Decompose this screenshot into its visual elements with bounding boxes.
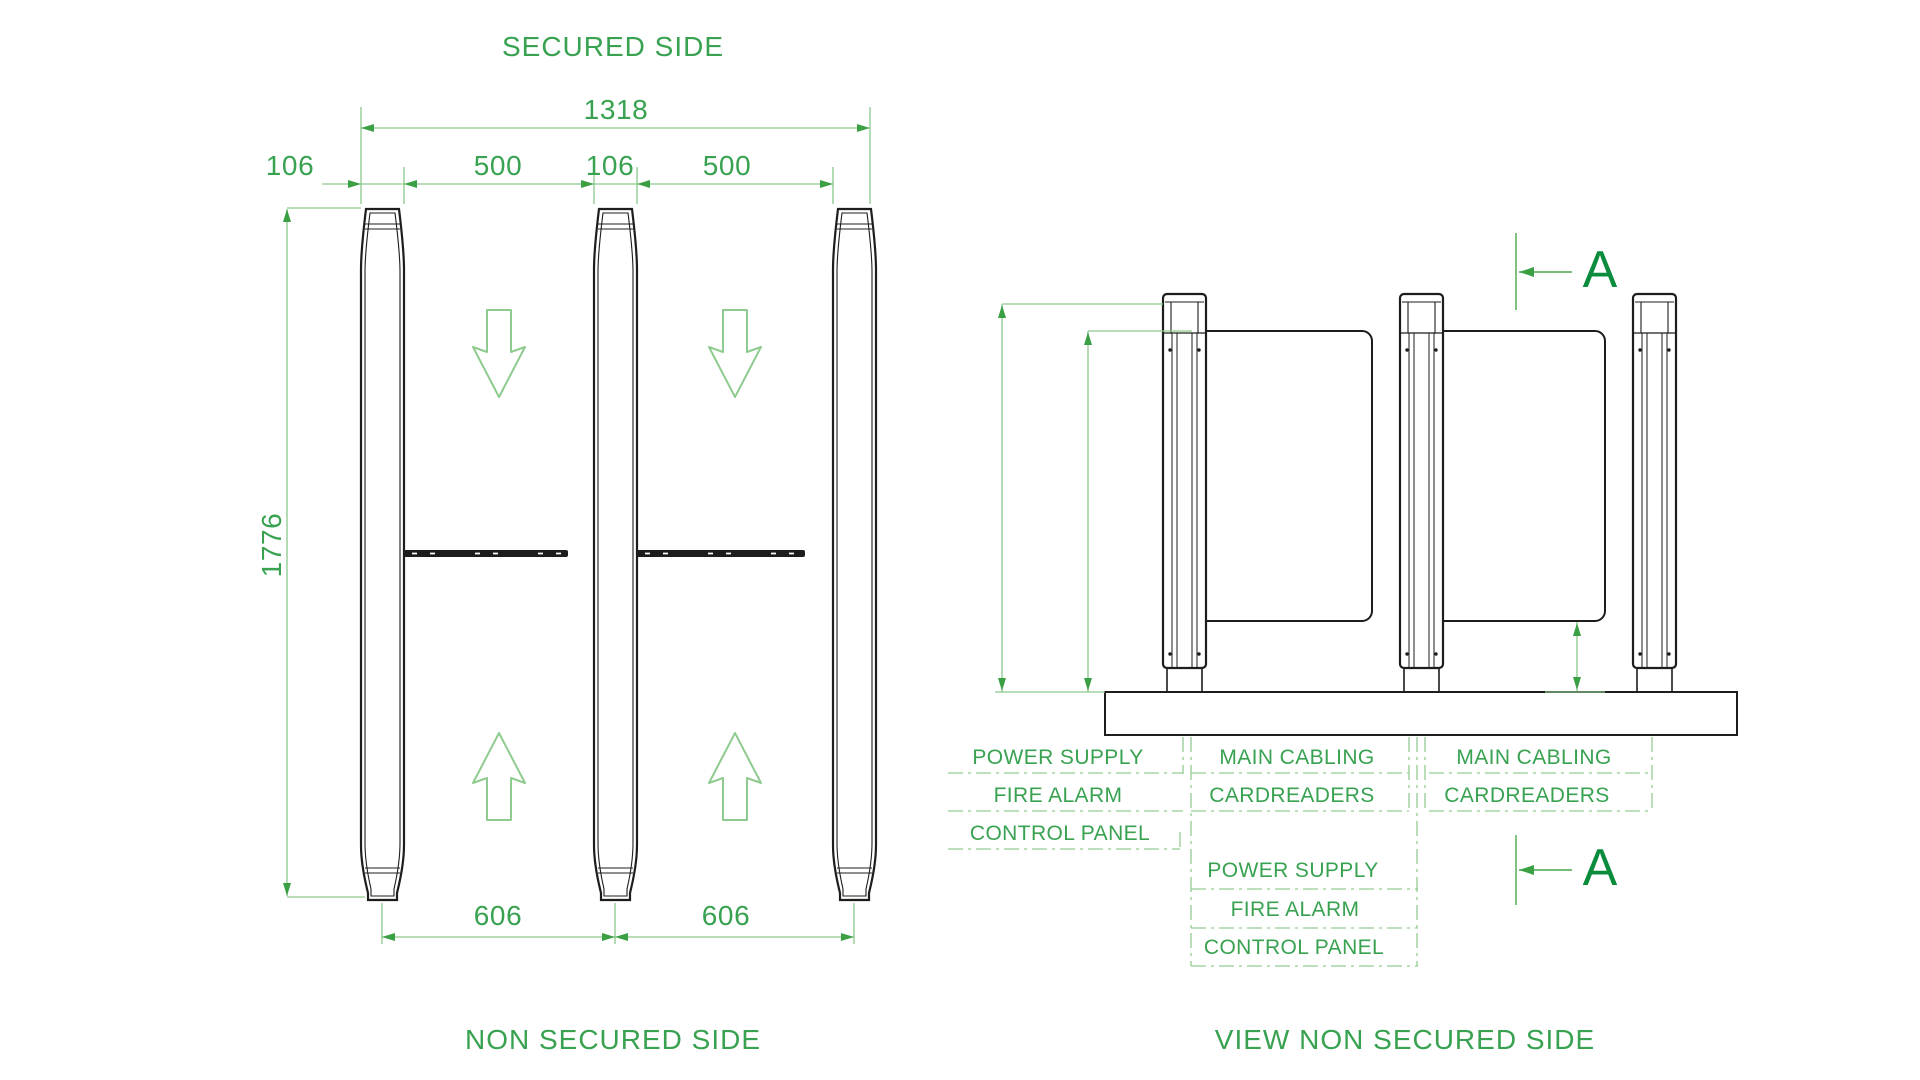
dim-cabinet2-width: 106 [585, 150, 635, 181]
cable-routing-lines [948, 737, 1653, 967]
view-non-secured-side-title: VIEW NON SECURED SIDE [1214, 1024, 1596, 1055]
dim-lane2-width: 500 [702, 150, 752, 181]
dim-lane1-pitch: 606 [473, 900, 523, 931]
label-control-panel-center: CONTROL PANEL [1203, 936, 1385, 959]
label-power-supply-center: POWER SUPPLY [1207, 859, 1379, 882]
elevation-cabinet-1 [1161, 292, 1208, 694]
plan-cabinet-1 [359, 207, 406, 902]
non-secured-side-title: NON SECURED SIDE [464, 1024, 762, 1055]
label-control-panel-left: CONTROL PANEL [969, 822, 1151, 845]
plan-dimension-arrowheads [283, 124, 870, 941]
section-arrow-top-icon [1519, 267, 1534, 277]
elevation-cabinet-3 [1631, 292, 1678, 694]
plan-view-drawing [283, 107, 878, 944]
label-fire-alarm-left: FIRE ALARM [993, 784, 1123, 807]
secured-side-title: SECURED SIDE [501, 31, 725, 62]
label-power-supply-left: POWER SUPPLY [972, 746, 1144, 769]
plan-cabinet-3 [831, 207, 878, 902]
label-fire-alarm-center: FIRE ALARM [1230, 898, 1360, 921]
label-cardreaders-lane1: CARDREADERS [1209, 784, 1375, 807]
label-main-cabling-lane1: MAIN CABLING [1219, 746, 1375, 769]
flow-arrow-up-icon [472, 732, 526, 821]
section-arrow-bottom-icon [1519, 865, 1534, 875]
elevation-view-drawing [948, 233, 1738, 967]
dim-overall-depth: 1776 [256, 512, 287, 578]
dim-lane2-pitch: 606 [701, 900, 751, 931]
glass-panel-lane2 [1427, 330, 1606, 622]
dim-lane1-width: 500 [473, 150, 523, 181]
dim-overall-width: 1318 [583, 94, 649, 125]
flow-arrow-up-icon [708, 732, 762, 821]
floor-plate [1104, 691, 1738, 736]
plan-dimension-lines [286, 107, 871, 944]
label-main-cabling-lane2: MAIN CABLING [1456, 746, 1612, 769]
elevation-dimension-lines [995, 303, 1605, 693]
label-cardreaders-lane2: CARDREADERS [1444, 784, 1610, 807]
flow-arrow-down-icon [472, 309, 526, 398]
glass-panel-lane1 [1191, 330, 1373, 622]
gate-wing [404, 550, 805, 557]
elevation-dimension-arrowheads [998, 305, 1581, 691]
elevation-cabinet-2 [1398, 292, 1445, 694]
section-marker-a-bottom: A [1582, 839, 1618, 897]
flow-arrow-down-icon [708, 309, 762, 398]
plan-cabinet-2 [592, 207, 639, 902]
dim-cabinet1-width: 106 [265, 150, 315, 181]
section-marker-a-top: A [1582, 241, 1618, 299]
